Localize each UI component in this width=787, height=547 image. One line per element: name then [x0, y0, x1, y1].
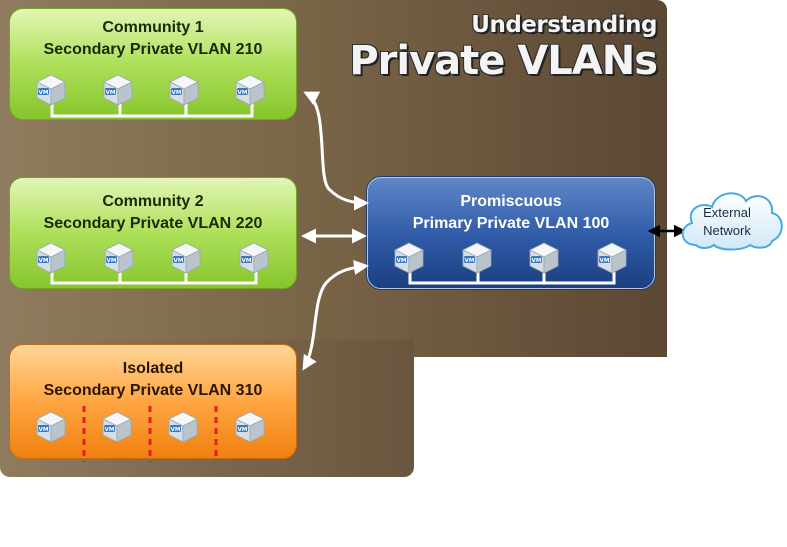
- external-network-label-line-1: External: [703, 205, 751, 220]
- external-network-label-line-2: Network: [703, 223, 751, 238]
- community-1-vm-link: [50, 104, 254, 118]
- vm-icon: VM: [235, 411, 265, 443]
- vm-icon-label: VM: [172, 90, 182, 96]
- vm-icon: VM: [169, 74, 199, 106]
- vm-icon-label: VM: [242, 258, 252, 264]
- promiscuous-vm-link: [408, 272, 616, 285]
- vm-icon: VM: [462, 242, 492, 274]
- external-network-cloud-icon: [681, 192, 783, 251]
- vm-icon-label: VM: [39, 258, 49, 264]
- vm-icon: VM: [103, 74, 133, 106]
- title-line-1: Understanding: [471, 12, 657, 38]
- vm-icon-label: VM: [39, 90, 49, 96]
- vm-icon-label: VM: [465, 258, 475, 264]
- vm-icon-label: VM: [532, 258, 542, 264]
- vm-icon: VM: [597, 242, 627, 274]
- vm-icon-label: VM: [600, 258, 610, 264]
- vm-icon: VM: [36, 74, 66, 106]
- vm-icon: VM: [394, 242, 424, 274]
- vm-icon-label: VM: [39, 427, 49, 433]
- vm-icon-label: VM: [171, 427, 181, 433]
- vm-icon: VM: [36, 242, 66, 274]
- vm-icon-label: VM: [105, 427, 115, 433]
- community-1-title: Community 1: [102, 19, 204, 36]
- arrow-community-1-promiscuous: [303, 91, 369, 211]
- vm-icon: VM: [36, 411, 66, 443]
- arrow-isolated-promiscuous: [302, 260, 369, 371]
- vm-icon-label: VM: [238, 90, 248, 96]
- promiscuous-title: Promiscuous: [460, 193, 562, 210]
- vm-icon: VM: [102, 411, 132, 443]
- community-2-vlan: Secondary Private VLAN 220: [43, 215, 263, 232]
- vm-icon: VM: [168, 411, 198, 443]
- vm-icon-label: VM: [106, 90, 116, 96]
- vm-icon: VM: [529, 242, 559, 274]
- vm-icon: VM: [235, 74, 265, 106]
- vm-icon: VM: [171, 242, 201, 274]
- promiscuous-vlan: Primary Private VLAN 100: [412, 215, 610, 232]
- vm-icon: VM: [104, 242, 134, 274]
- isolated-vlan: Secondary Private VLAN 310: [43, 382, 263, 399]
- title-line-2: Private VLANs: [349, 38, 658, 84]
- community-2-vm-link: [50, 272, 258, 285]
- community-2-title: Community 2: [102, 193, 204, 210]
- vm-icon-label: VM: [397, 258, 407, 264]
- vm-icon-label: VM: [174, 258, 184, 264]
- vm-icon-label: VM: [107, 258, 117, 264]
- vm-icon: VM: [239, 242, 269, 274]
- vm-icon-label: VM: [238, 427, 248, 433]
- external-network-label: External Network: [684, 204, 770, 240]
- isolated-title: Isolated: [122, 360, 184, 377]
- community-1-vlan: Secondary Private VLAN 210: [43, 41, 263, 58]
